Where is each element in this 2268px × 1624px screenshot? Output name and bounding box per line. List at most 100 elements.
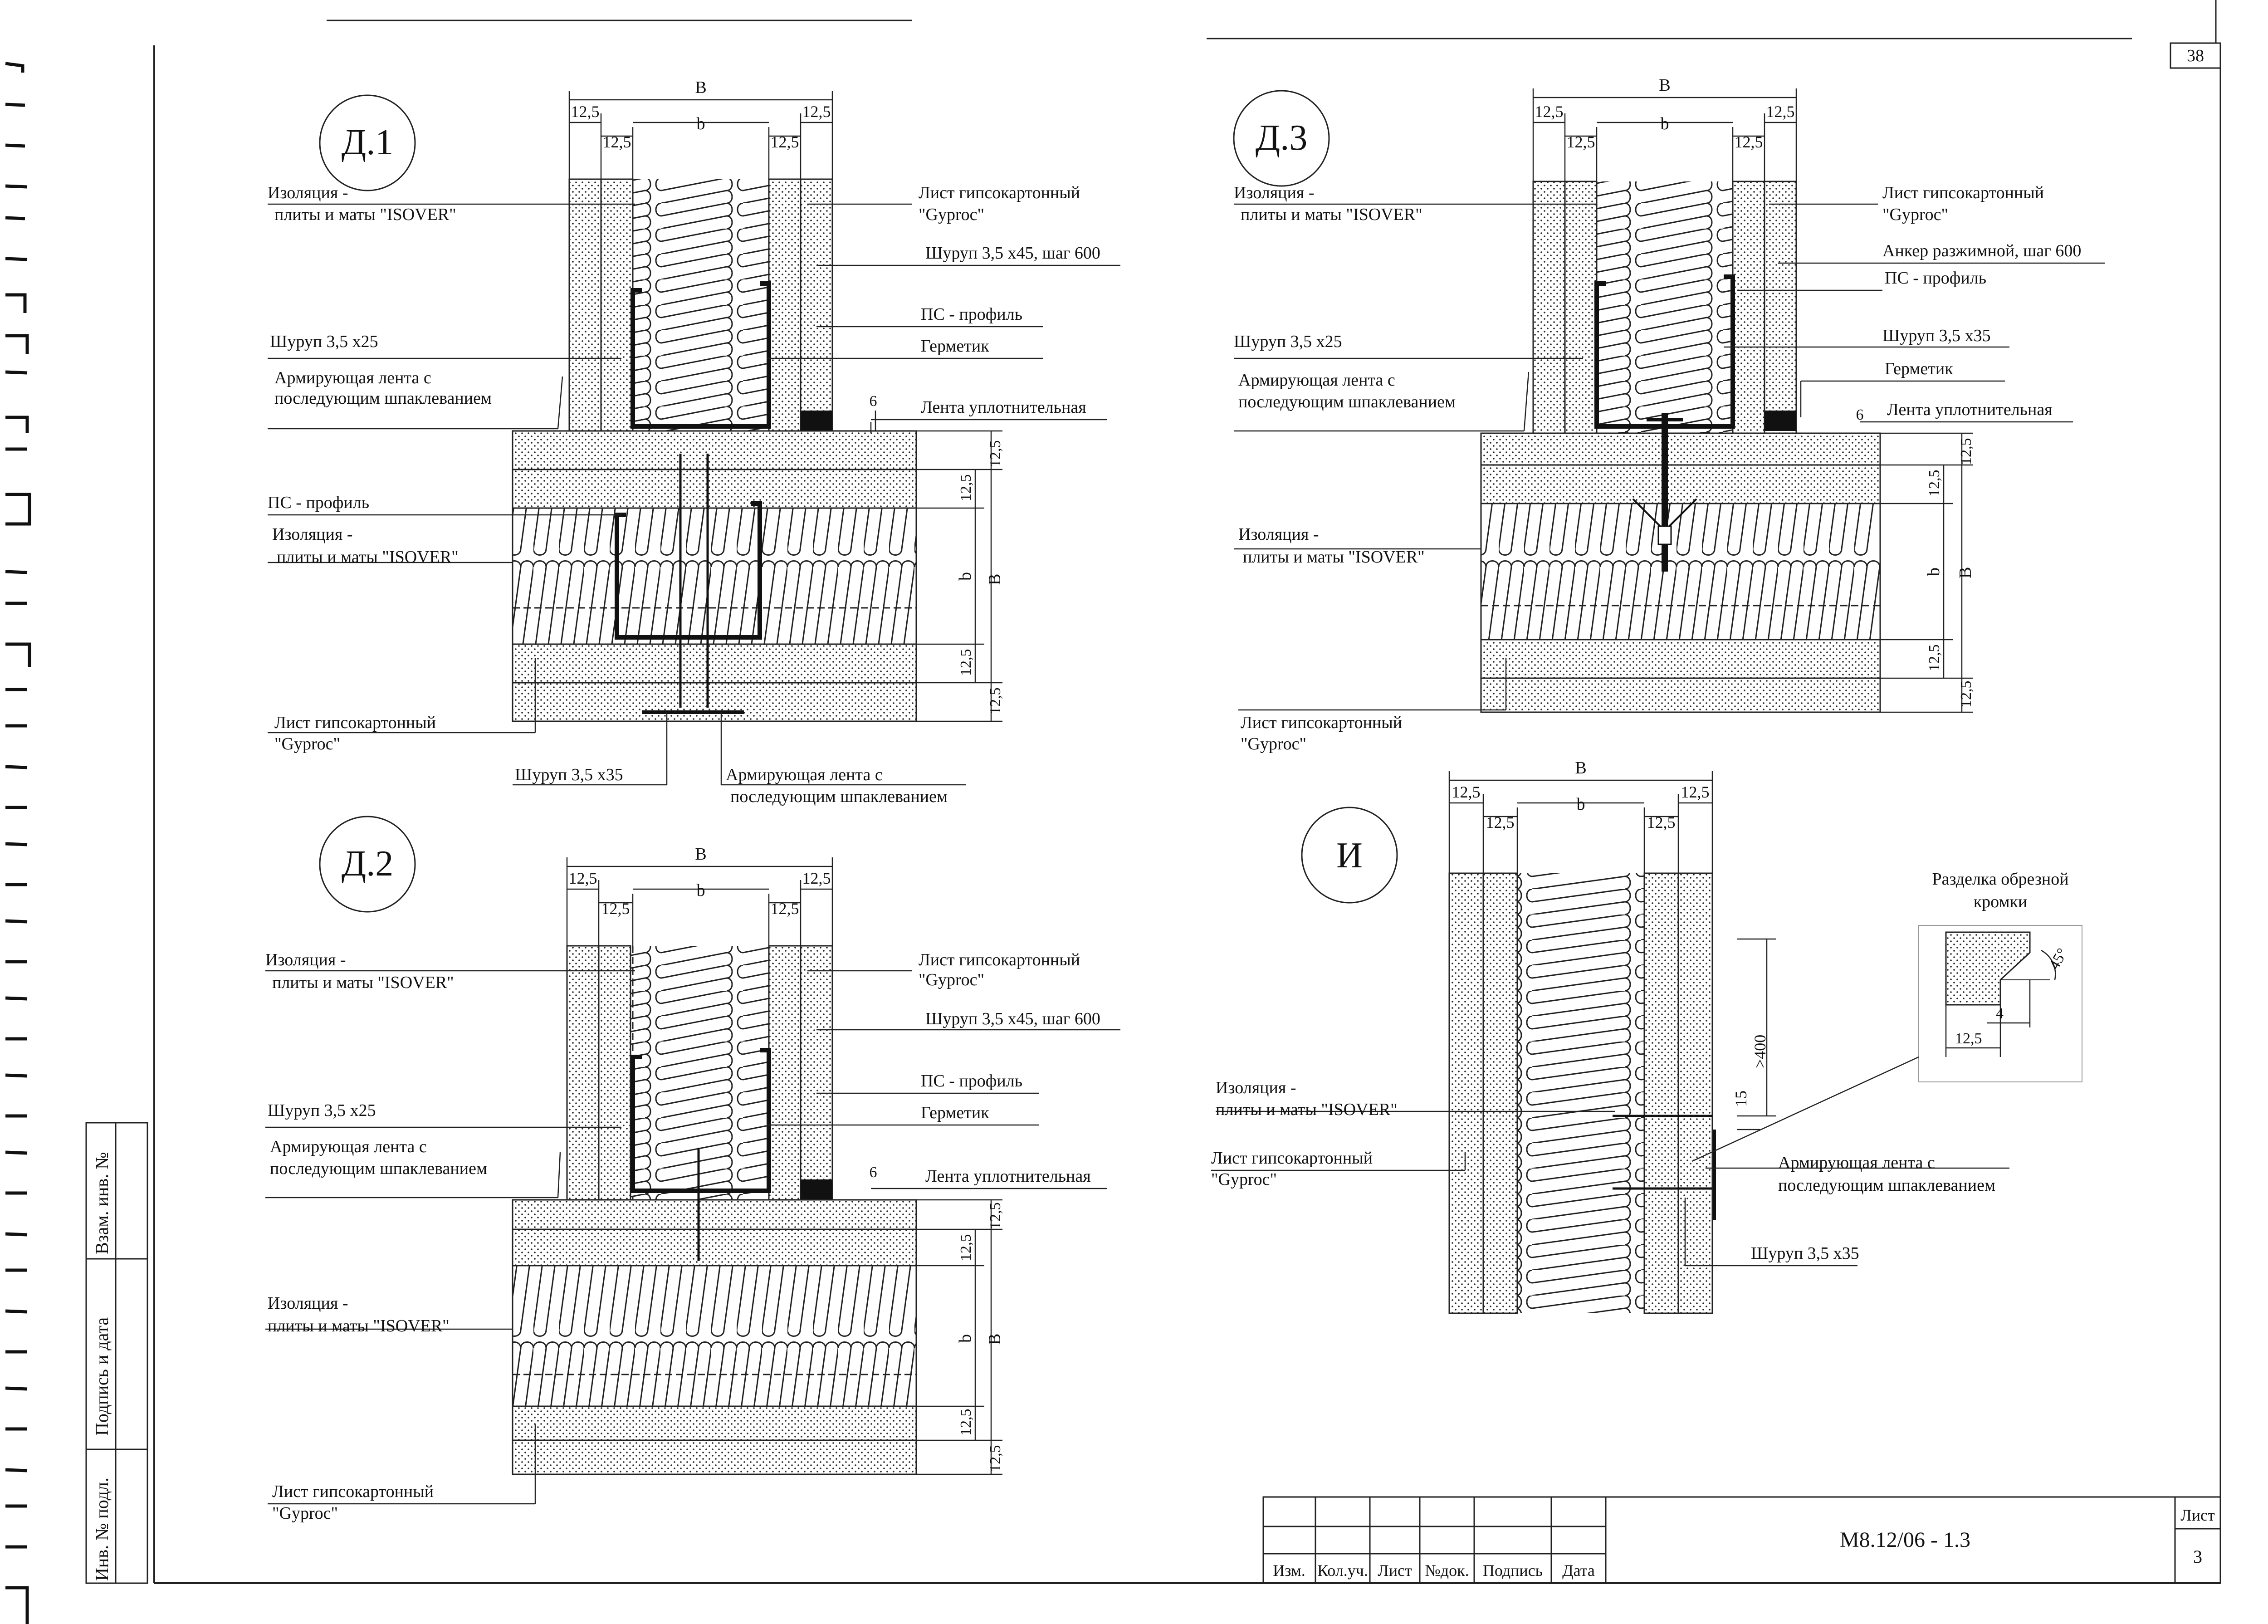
d3-dim-125-v1: 12,5 xyxy=(1958,438,1975,465)
i-label-sheet2: "Gyproc" xyxy=(1211,1170,1277,1189)
side-stamp-inv: Инв. № подл. xyxy=(92,1477,112,1581)
stamp-col-koluch: Кол.уч. xyxy=(1317,1561,1368,1580)
d1-label-sheet-b: Лист гипсокартонный xyxy=(274,713,436,732)
i-label-tape: Армирующая лента с xyxy=(1778,1153,1935,1172)
d3-label-insul-mid2: плиты и маты "ISOVER" xyxy=(1243,548,1425,567)
i-dim-125-a: 12,5 xyxy=(1452,783,1481,801)
d2-dim-b: b xyxy=(697,881,705,900)
detail-d3: Д.3 xyxy=(1233,76,2105,753)
d2-dim-125-v2: 12,5 xyxy=(958,1234,974,1262)
d3-dim-125-a: 12,5 xyxy=(1535,103,1564,121)
i-dim-125-c: 12,5 xyxy=(1486,813,1515,832)
d3-dim-125-v3: 12,5 xyxy=(1926,645,1943,672)
d3-label-sheet-b: Лист гипсокартонный xyxy=(1241,713,1402,732)
i-label-edge2: кромки xyxy=(1974,892,2028,911)
d2-label-screw25: Шуруп 3,5 х25 xyxy=(268,1101,376,1120)
d3-dim-125-d: 12,5 xyxy=(1735,133,1763,151)
sheet-frame xyxy=(153,0,2221,1584)
side-stamp-vzam: Взам. инв. № xyxy=(92,1152,112,1254)
i-label-tape2: последующим шпаклеванием xyxy=(1778,1176,1995,1195)
i-dim-125-d: 12,5 xyxy=(1647,813,1676,832)
d1-label-seal-tape: Лента уплотнительная xyxy=(921,398,1086,417)
d3-label-ps-r: ПС - профиль xyxy=(1885,269,1986,288)
d1-label-tape: Армирующая лента с xyxy=(274,368,431,387)
d1-label-screw25: Шуруп 3,5 х25 xyxy=(270,332,378,351)
d2-label-sheet-b2: "Gyproc" xyxy=(272,1504,338,1523)
d1-label-insul-top: Изоляция - xyxy=(268,183,348,202)
page-number-box: 38 xyxy=(2170,42,2221,69)
d1-label-tape-b2: последующим шпаклеванием xyxy=(730,787,948,806)
d2-label-insul-mid2: плиты и маты "ISOVER" xyxy=(268,1316,450,1335)
d3-label-tape: Армирующая лента с xyxy=(1238,371,1395,390)
d3-dim-6: 6 xyxy=(1856,406,1864,423)
title-block xyxy=(1262,1496,2221,1584)
d3-label-sheet-b2: "Gyproc" xyxy=(1241,734,1306,753)
edge-dim-125: 12,5 xyxy=(1955,1030,1982,1047)
detail-i: И В b 12,5 12,5 xyxy=(1211,758,2082,1314)
margin-ticks xyxy=(5,62,31,1624)
list-value: 3 xyxy=(2193,1546,2202,1567)
d3-dim-125-v2: 12,5 xyxy=(1926,470,1943,497)
d2-dim-125-v1: 12,5 xyxy=(987,1203,1004,1230)
i-dim-125-b: 12,5 xyxy=(1681,783,1710,801)
d3-label-insul-top: Изоляция - xyxy=(1234,183,1314,202)
d1-label-screw45: Шуруп 3,5 х45, шаг 600 xyxy=(925,244,1100,263)
d1-dim-b-v: b xyxy=(956,572,975,581)
side-stamp-podpis: Подпись и дата xyxy=(92,1317,112,1436)
i-label-insul: Изоляция - xyxy=(1216,1078,1296,1097)
d3-label-sheet-r2: "Gyproc" xyxy=(1882,205,1948,224)
d3-label-sealant: Герметик xyxy=(1885,359,1953,378)
stamp-col-podpis: Подпись xyxy=(1483,1561,1543,1580)
edge-detail-inset: 45° 4 12,5 xyxy=(1918,925,2082,1082)
d2-dim-B-v: В xyxy=(985,1334,1004,1345)
d2-dim-B: В xyxy=(695,845,706,864)
d1-dim-b: b xyxy=(697,114,705,133)
d3-dim-B-v: В xyxy=(1956,567,1975,578)
i-dim-15: 15 xyxy=(1732,1091,1750,1107)
d2-label-sheet-r2: "Gyproc" xyxy=(919,970,984,989)
detail-d2-title: Д.2 xyxy=(342,844,394,884)
d3-label-seal-tape: Лента уплотнительная xyxy=(1887,400,2053,419)
i-label-edge: Разделка обрезной xyxy=(1932,870,2068,889)
d3-dim-125-c: 12,5 xyxy=(1567,133,1595,151)
d2-dim-125-c: 12,5 xyxy=(601,900,630,918)
d1-dim-6: 6 xyxy=(870,393,877,410)
d1-dim-B: В xyxy=(695,78,706,97)
d3-label-insul-top2: плиты и маты "ISOVER" xyxy=(1241,205,1422,224)
d2-label-screw45: Шуруп 3,5 х45, шаг 600 xyxy=(925,1009,1100,1028)
d1-dim-125-d: 12,5 xyxy=(771,133,799,151)
detail-i-title: И xyxy=(1336,836,1363,876)
side-stamp: Взам. инв. № Подпись и дата Инв. № подл. xyxy=(85,1122,148,1584)
d1-dim-125-v2: 12,5 xyxy=(958,474,974,502)
d1-label-sealant: Герметик xyxy=(921,337,989,356)
d1-dim-125-b: 12,5 xyxy=(802,103,831,121)
d1-label-sheet-r2: "Gyproc" xyxy=(919,205,984,224)
detail-d1: Д.1 xyxy=(268,78,1120,806)
d3-dim-B: В xyxy=(1659,76,1670,95)
detail-d2: Д.2 xyxy=(265,816,1120,1523)
d1-label-insul-top2: плиты и маты "ISOVER" xyxy=(274,205,456,224)
title-block-text: Изм. Кол.уч. Лист №док. Подпись Дата М8.… xyxy=(1273,1506,2215,1580)
d2-label-tape2: последующим шпаклеванием xyxy=(270,1159,487,1178)
d2-dim-125-a: 12,5 xyxy=(569,869,597,887)
list-label: Лист xyxy=(2180,1506,2215,1524)
stamp-col-data: Дата xyxy=(1562,1561,1595,1580)
d3-dim-b-v: b xyxy=(1924,567,1943,576)
d1-dim-125-v3: 12,5 xyxy=(958,649,974,676)
d1-label-insul-mid: Изоляция - xyxy=(272,525,352,544)
d2-label-tape: Армирующая лента с xyxy=(270,1137,427,1156)
i-label-insul2: плиты и маты "ISOVER" xyxy=(1216,1100,1398,1119)
stamp-col-list: Лист xyxy=(1378,1561,1412,1580)
d3-label-screw35-r: Шуруп 3,5 х35 xyxy=(1882,326,1991,345)
i-dim-b: b xyxy=(1577,795,1585,814)
i-label-sheet: Лист гипсокартонный xyxy=(1211,1149,1373,1168)
d3-label-tape2: последующим шпаклеванием xyxy=(1238,392,1456,411)
d1-label-tape2: последующим шпаклеванием xyxy=(274,389,492,408)
d3-label-screw25: Шуруп 3,5 х25 xyxy=(1234,332,1342,351)
edge-dim-45: 45° xyxy=(2046,945,2071,973)
d1-label-tape-b: Армирующая лента с xyxy=(726,765,883,784)
detail-d1-title: Д.1 xyxy=(342,122,394,162)
d1-label-screw35: Шуруп 3,5 х35 xyxy=(515,765,623,784)
d1-dim-125-v1: 12,5 xyxy=(987,440,1004,468)
d3-label-insul-mid: Изоляция - xyxy=(1238,525,1319,544)
